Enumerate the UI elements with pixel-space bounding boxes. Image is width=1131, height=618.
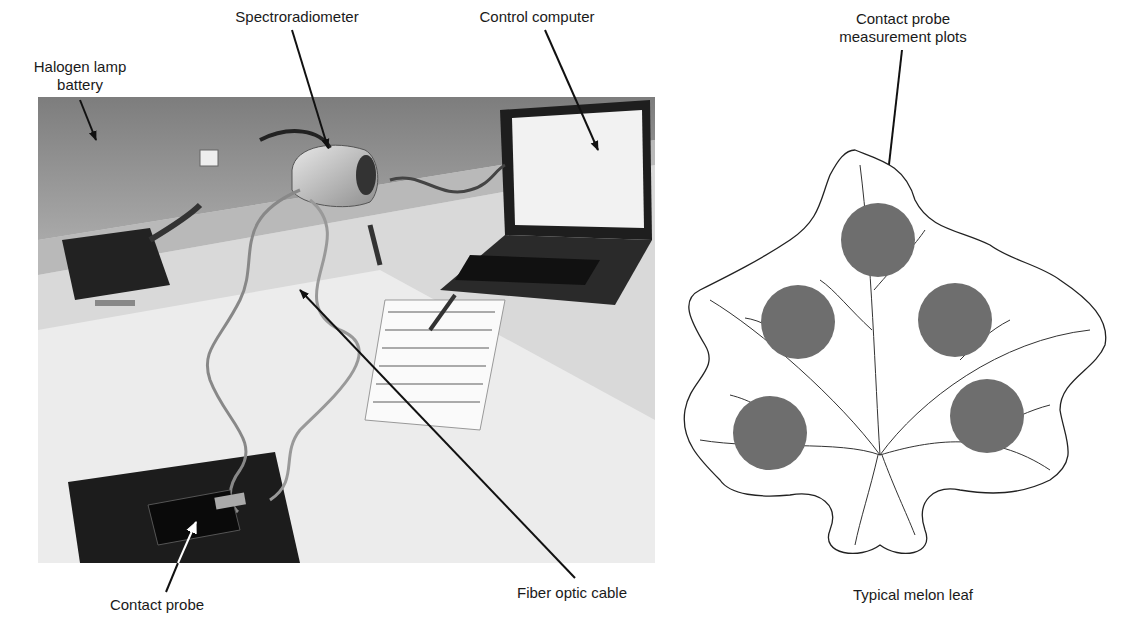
laptop-screen (512, 110, 644, 228)
black-mat (68, 452, 300, 563)
laptop-screen-frame (500, 100, 652, 240)
lamp-cable (150, 205, 200, 240)
leader-lines (80, 30, 902, 592)
leader-line (178, 522, 196, 563)
part-label: Control computer (479, 8, 594, 26)
notebook (365, 300, 505, 430)
power-socket (200, 150, 218, 166)
measurement-plot (841, 203, 915, 277)
leaf-outline (684, 150, 1106, 553)
leader-line (300, 290, 575, 578)
figure-caption-label: Typical melon leaf (853, 586, 973, 604)
keys (455, 255, 600, 285)
photo-background (38, 97, 655, 563)
photo (38, 97, 655, 563)
part-label: Fiber optic cable (517, 584, 627, 602)
bag-strap (95, 300, 135, 306)
measurement-plot (761, 285, 835, 359)
callout-label: Contact probe measurement plots (833, 10, 973, 46)
probe-connector (214, 492, 246, 509)
pen (370, 225, 380, 265)
fiber-optic-cable (207, 190, 300, 512)
melon-leaf (684, 150, 1106, 553)
leader-line (166, 563, 178, 592)
leaf-veins (700, 165, 1090, 545)
measurement-plot (950, 379, 1024, 453)
spectroradiometer-face (356, 155, 376, 195)
part-label: Contact probe (110, 596, 204, 614)
leader-line (80, 100, 96, 140)
white-paper (38, 270, 655, 563)
laptop-keyboard (440, 235, 652, 305)
part-label: Spectroradiometer (235, 8, 358, 26)
pen (430, 295, 455, 330)
usb-cable (390, 165, 505, 192)
measurement-plot (733, 396, 807, 470)
fiber-optic-cable (270, 200, 359, 500)
leader-line (545, 30, 598, 150)
spectroradiometer-body (292, 145, 378, 207)
power-cable (260, 131, 330, 148)
part-label: Halogen lamp battery (28, 58, 132, 94)
leader-line (292, 30, 328, 148)
measurement-plot (918, 283, 992, 357)
